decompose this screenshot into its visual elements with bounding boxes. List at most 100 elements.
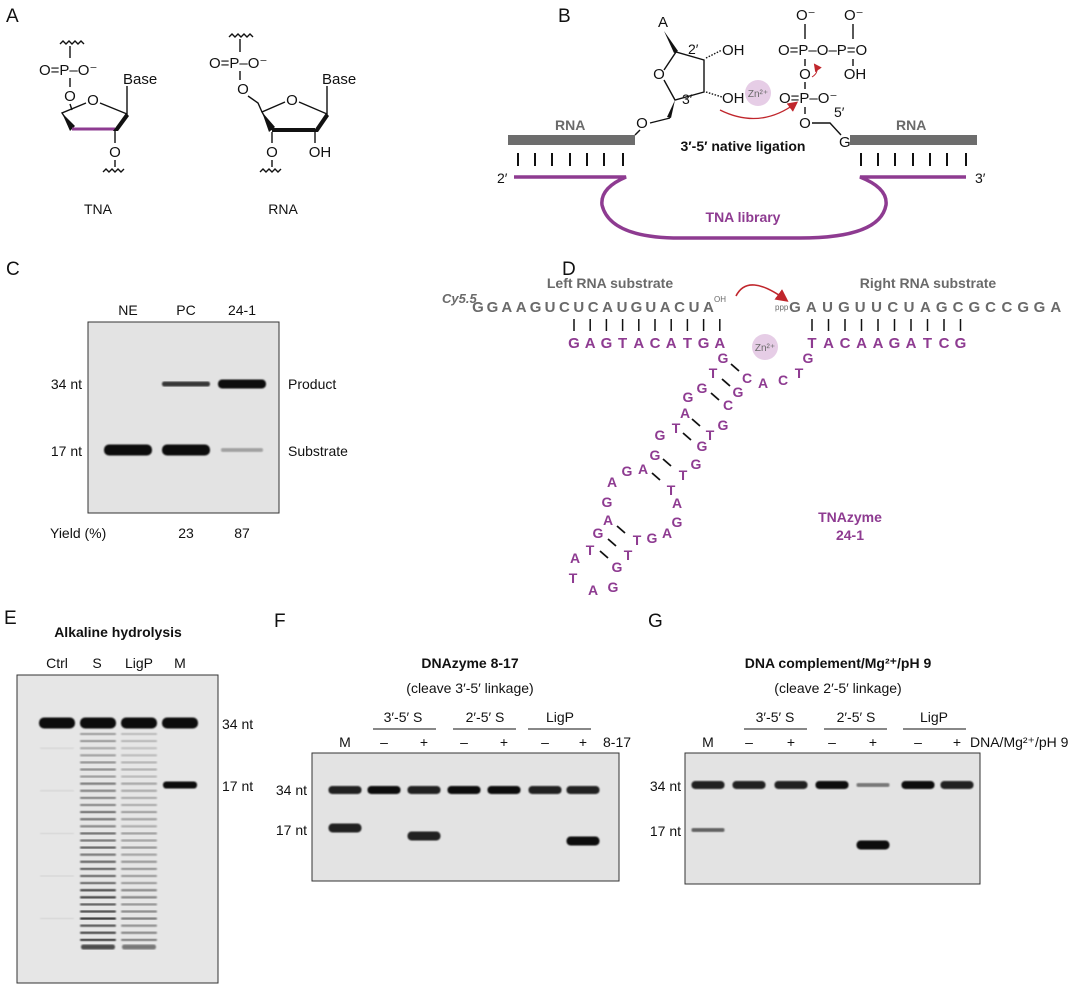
- hydrolysis-ladder-band: [121, 789, 157, 792]
- left-arm-base: G: [568, 335, 580, 352]
- hydrolysis-ladder-band: [121, 867, 157, 870]
- band-34nt: [39, 717, 75, 729]
- right-substrate-base: G: [789, 299, 801, 316]
- stem-base: G: [608, 579, 619, 595]
- zinc-ion-label: Zn²⁺: [748, 89, 768, 100]
- wavy-bond: [228, 33, 254, 38]
- faint-band: [40, 875, 74, 877]
- right-arm-base: G: [955, 335, 967, 352]
- panel-label-f: F: [274, 611, 286, 632]
- hydrolysis-ladder-band: [80, 896, 116, 899]
- lane-ctrl: Ctrl: [46, 655, 68, 671]
- left-substrate-base: C: [559, 299, 570, 316]
- base-label: Base: [123, 71, 157, 88]
- five-prime-label: 5′: [834, 104, 845, 120]
- hydrolysis-ladder-band: [80, 811, 116, 814]
- left-arm-base: A: [633, 335, 644, 352]
- hydrolysis-ladder-band: [121, 825, 157, 828]
- ring-oxygen: O: [286, 92, 298, 109]
- right-substrate-base: A: [1050, 299, 1061, 316]
- base-pair-dash: [730, 363, 740, 372]
- tna-library-strand: [514, 175, 966, 240]
- base-pair-dash: [710, 392, 720, 401]
- two-prime-label: 2′: [688, 41, 699, 57]
- phosphate-group: O=P–O⁻: [209, 55, 267, 72]
- ligation-scheme: A O 2′ OH 3′ OH O Zn²⁺ O⁻ O⁻ O=P–O–P=O O…: [497, 7, 986, 240]
- hydrolysis-ladder-band: [122, 944, 156, 950]
- marker-34nt: 34 nt: [276, 782, 307, 798]
- panel-label-a: A: [6, 6, 19, 27]
- hydrolysis-ladder-band: [80, 740, 116, 743]
- panel-label-d: D: [562, 259, 576, 280]
- wavy-bond: [102, 168, 125, 173]
- hydrolysis-ladder-band: [80, 775, 116, 778]
- hydrolysis-ladder-band: [80, 818, 116, 821]
- oxygen-atom: O: [64, 88, 76, 105]
- left-substrate-base: A: [660, 299, 671, 316]
- stem-base: G: [683, 389, 694, 405]
- right-substrate-base: C: [985, 299, 996, 316]
- marker-17nt: 17 nt: [222, 778, 253, 794]
- substrate-label: Substrate: [288, 443, 348, 459]
- stem-base: G: [697, 438, 708, 454]
- stem-base: C: [723, 397, 733, 413]
- oxygen-atom: O: [237, 81, 249, 98]
- right-substrate-base: G: [936, 299, 948, 316]
- stem-base: G: [718, 350, 729, 366]
- dnazyme-cleavage-panel: DNAzyme 8-17 (cleave 3′-5′ linkage) 34 n…: [276, 655, 631, 882]
- hydrolysis-ladder-band: [80, 910, 116, 913]
- yield-label: Yield (%): [50, 525, 106, 541]
- left-substrate-base: A: [501, 299, 512, 316]
- hydrolysis-ladder-band: [80, 903, 116, 906]
- rna-strand-right: [850, 135, 977, 145]
- hydrolysis-ladder-band: [80, 860, 116, 863]
- hydrolysis-ladder-band: [80, 747, 116, 750]
- oxygen-atom: O: [266, 144, 278, 161]
- right-substrate-base: U: [822, 299, 833, 316]
- product-band: [162, 381, 210, 387]
- stem-base: T: [667, 482, 676, 498]
- hydrolysis-ladder-band: [80, 754, 116, 757]
- hydrolysis-ladder-band: [121, 768, 157, 771]
- hydrolysis-ladder-band: [80, 924, 116, 927]
- left-substrate-base: U: [573, 299, 584, 316]
- zinc-ion-circle: [745, 80, 771, 106]
- stem-base: G: [622, 463, 633, 479]
- hydrolysis-ladder-band: [80, 938, 116, 941]
- ligation-arrow: [735, 284, 789, 302]
- faint-band: [40, 747, 74, 749]
- marker-lane-label: M: [702, 734, 714, 750]
- left-substrate-base: U: [689, 299, 700, 316]
- hydrolysis-ladder-band: [121, 874, 157, 878]
- stem-base: A: [662, 525, 672, 541]
- left-arm-base: G: [601, 335, 613, 352]
- stem-base: G: [655, 427, 666, 443]
- hydrolysis-ladder-band: [80, 832, 116, 835]
- right-substrate-base: C: [1001, 299, 1012, 316]
- oh-terminus: OH: [714, 295, 726, 304]
- treatment-sign: +: [500, 734, 508, 750]
- stem-base: G: [718, 417, 729, 433]
- tna-label: TNA: [84, 201, 113, 217]
- hydrolysis-ladder-band: [80, 917, 116, 920]
- lane-label-PC: PC: [176, 302, 195, 318]
- left-substrate-base: U: [545, 299, 556, 316]
- tnazyme-name: TNAzyme: [818, 509, 882, 525]
- lane-s: S: [92, 655, 101, 671]
- left-arm-base: A: [714, 335, 725, 352]
- bridging-oxygen: O: [799, 66, 811, 83]
- right-substrate-base: A: [806, 299, 817, 316]
- treatment-sign: –: [828, 734, 836, 750]
- hydrolysis-ladder-band: [121, 938, 157, 941]
- panel-g-title: DNA complement/Mg²⁺/pH 9: [745, 655, 932, 671]
- right-substrate-base: A: [920, 299, 931, 316]
- stem-base: A: [672, 495, 682, 511]
- stem-base: A: [588, 582, 598, 598]
- stem-base: G: [593, 525, 604, 541]
- left-substrate-base: U: [617, 299, 628, 316]
- stem-base: G: [650, 447, 661, 463]
- band-34nt: [447, 786, 481, 794]
- hydrolysis-ladder-band: [121, 910, 157, 913]
- left-arm-base: A: [666, 335, 677, 352]
- right-substrate-base: G: [838, 299, 850, 316]
